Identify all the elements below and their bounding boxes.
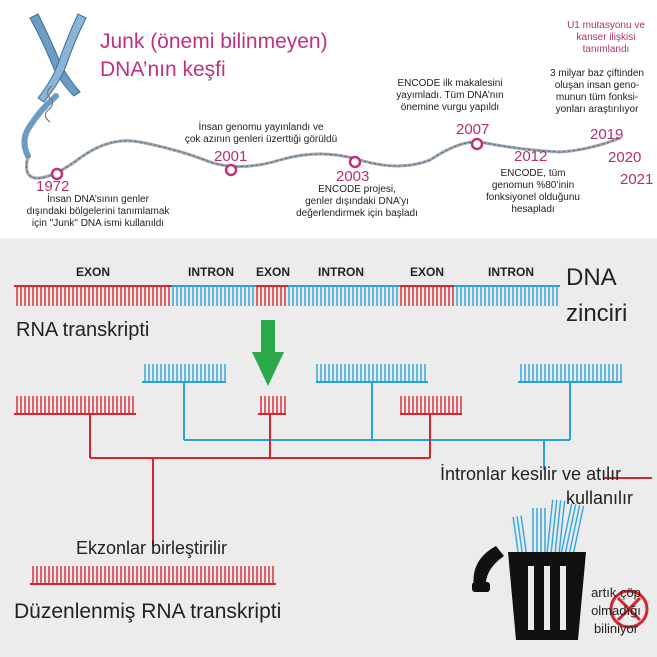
- segment-label-intron-2: INTRON: [318, 265, 364, 279]
- title-line2: DNA’nın keşfi: [100, 58, 226, 81]
- exons-joined-label: Ekzonlar birleştirilir: [76, 538, 228, 558]
- timeline-panel: [0, 0, 657, 238]
- year-2019: 2019: [590, 126, 624, 143]
- year-2003: 2003: [336, 168, 370, 185]
- year-2007: 2007: [456, 121, 490, 138]
- segment-label-exon-1: EXON: [76, 265, 111, 279]
- segment-label-intron-1: INTRON: [188, 265, 234, 279]
- exon-fragments: [14, 396, 462, 415]
- chromosome-icon: [21, 13, 87, 159]
- year-1972: 1972: [36, 178, 70, 195]
- introns-used-label: kullanılır: [566, 488, 634, 508]
- timeline-marker-2001: [224, 163, 238, 177]
- intron-connectors: [183, 382, 571, 470]
- segment-label-exon-3: EXON: [410, 265, 445, 279]
- edited-rna-label: Düzenlenmiş RNA transkripti: [14, 600, 282, 623]
- timeline-marker-1972: [50, 167, 64, 181]
- dna-label-line1: DNA: [566, 264, 617, 291]
- down-arrow-icon: [252, 320, 284, 386]
- introns-cut-label: İntronlar kesilir ve atılır: [440, 464, 622, 484]
- title-line1: Junk (önemi bilinmeyen): [100, 30, 328, 53]
- dna-strand: [14, 285, 560, 306]
- exon-connectors: [89, 414, 431, 546]
- timeline-marker-2007: [470, 137, 484, 151]
- edited-rna-strand: [30, 566, 276, 585]
- trash-bin-icon: [472, 499, 586, 640]
- year-2020: 2020: [608, 149, 642, 166]
- intron-fragments: [142, 364, 622, 383]
- red-x-icon: [609, 589, 649, 629]
- segment-label-intron-3: INTRON: [488, 265, 534, 279]
- year-2001: 2001: [214, 148, 248, 165]
- timeline-marker-2003: [348, 155, 362, 169]
- rna-transcript-label: RNA transkripti: [16, 319, 150, 341]
- segment-label-exon-2: EXON: [256, 265, 291, 279]
- dna-label-line2: zinciri: [566, 300, 628, 327]
- year-2021: 2021: [620, 171, 654, 188]
- year-2012: 2012: [514, 148, 548, 165]
